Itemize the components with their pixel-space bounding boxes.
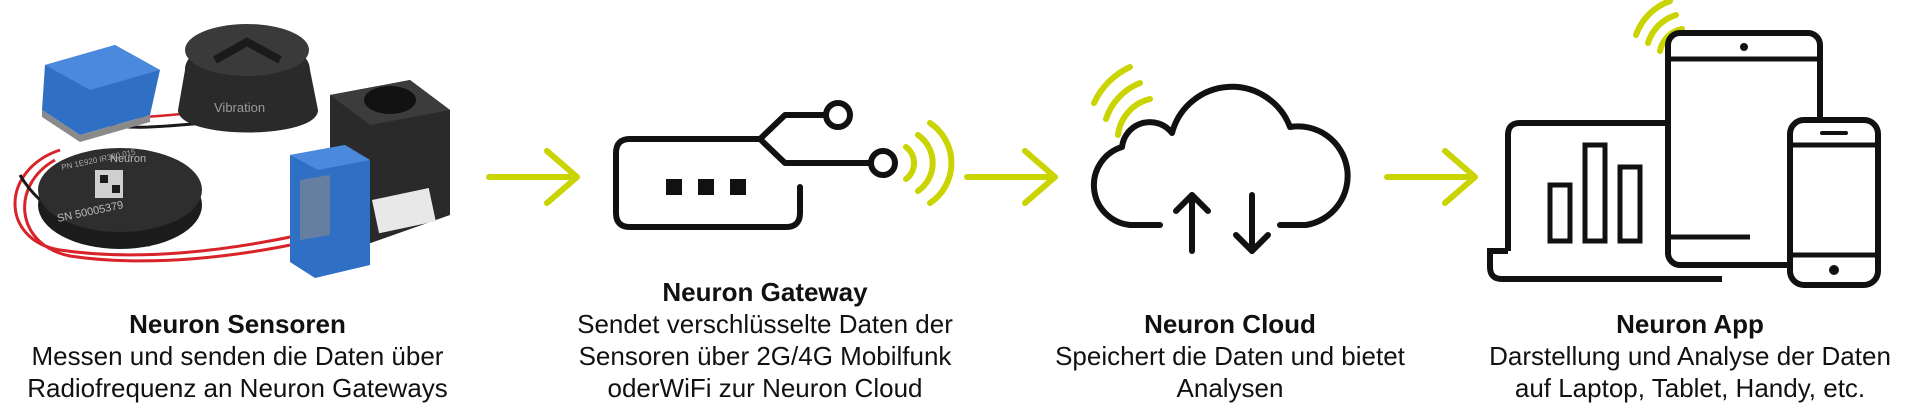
step-description-line: Messen und senden die Daten über [31,341,444,371]
step-description-line: oderWiFi zur Neuron Cloud [607,373,923,403]
bar-chart-icon [1547,142,1643,244]
blue-sensor-small [42,45,160,142]
laptop-icon [1487,120,1750,282]
step-title: Neuron Cloud [1144,309,1316,339]
step-description-line: Speichert die Daten und bietet [1055,341,1405,371]
step-description-line: Darstellung und Analyse der Daten [1489,341,1891,371]
arrow-right-icon [1384,148,1478,206]
arrow-right-icon [964,148,1058,206]
upload-arrow-icon [1173,192,1211,254]
step-description-line: Radiofrequenz an Neuron Gateways [27,373,448,403]
current-clamp-sensor [290,80,450,278]
vibration-sensor: Vibration [178,24,318,133]
vibration-label: Vibration [214,100,265,115]
download-arrow-icon [1233,192,1271,254]
devices-icon [1487,0,1881,288]
step-title: Neuron Sensoren [129,309,346,339]
step-description-line: Analysen [1176,373,1284,403]
tablet-icon [1665,30,1823,268]
step-title: Neuron App [1616,309,1764,339]
phone-icon [1787,117,1881,288]
arrow-right-icon [486,148,580,206]
gateway-icon [613,100,955,230]
neuron-label: Neuron [110,153,146,165]
step-description-line: auf Laptop, Tablet, Handy, etc. [1514,373,1866,403]
step-app-caption: Neuron App Darstellung und Analyse der D… [1470,308,1910,404]
cloud-icon [1090,64,1351,254]
step-title: Neuron Gateway [662,277,868,307]
wifi-signal-icon [903,120,955,206]
step-sensoren-caption: Neuron Sensoren Messen und senden die Da… [0,308,475,404]
sensors-photo: Vibration Neuron SN 50005379 PN 1E920 IR… [13,24,450,278]
wifi-signal-icon [1091,64,1153,138]
step-description-line: Sendet verschlüsselte Daten der [577,309,953,339]
round-sensor: Neuron SN 50005379 PN 1E920 IR380 015 [38,147,202,249]
step-description-line: Sensoren über 2G/4G Mobilfunk [578,341,952,371]
step-gateway-caption: Neuron Gateway Sendet verschlüsselte Dat… [560,276,970,404]
step-cloud-caption: Neuron Cloud Speichert die Daten und bie… [1030,308,1430,404]
